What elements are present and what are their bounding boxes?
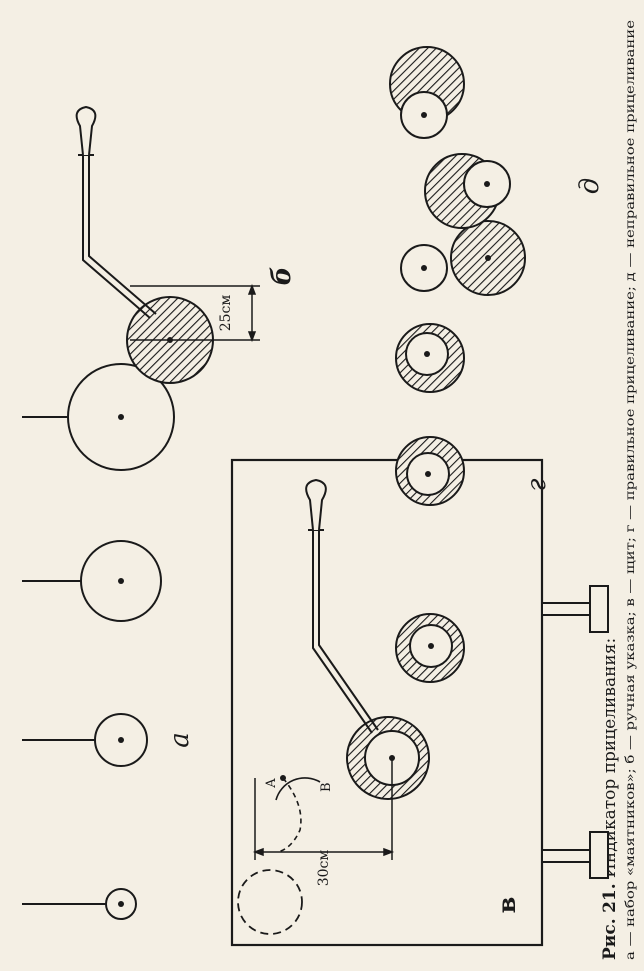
correct-target (395, 436, 465, 506)
pendulum-small (22, 888, 137, 920)
dimension-30cm (252, 758, 395, 860)
caption-title: Рис. 21. Индикатор прицеливания: (600, 638, 620, 960)
incorrect-aiming (389, 46, 526, 296)
shield-stand-bottom (541, 831, 609, 879)
point-a-assembly (237, 775, 321, 935)
pendulum-large (22, 540, 162, 622)
correct-target (395, 613, 465, 683)
correct-aiming (395, 323, 465, 683)
correct-target (395, 323, 465, 393)
incorrect-target (389, 46, 465, 139)
label-v: в (492, 897, 521, 914)
label-a: а (165, 732, 195, 748)
label-g: г (522, 478, 552, 491)
label-dim-30: 30см (316, 850, 332, 887)
incorrect-target (400, 220, 526, 296)
label-point-a: А (264, 778, 279, 788)
hand-pointer: 25см (75, 105, 260, 384)
caption-legend: а — набор «маятников»; б — ручная указка… (623, 20, 637, 960)
label-dim-25: 25см (218, 295, 234, 332)
shield-target-ring (346, 716, 430, 800)
label-b: б (267, 266, 297, 285)
figure-caption: Рис. 21. Индикатор прицеливания: а — наб… (600, 20, 637, 960)
shield-stand-top (541, 585, 609, 633)
label-d: д (575, 178, 605, 194)
pendulum-set (22, 363, 175, 920)
shield-board (230, 458, 544, 947)
pendulum-medium (22, 713, 148, 767)
dimension-25cm (130, 283, 260, 343)
shield: А В 30см (230, 458, 609, 947)
shield-pointer (305, 478, 379, 734)
label-arc-b: В (319, 782, 334, 792)
incorrect-target (424, 153, 511, 229)
pendulum-xlarge (22, 363, 175, 471)
